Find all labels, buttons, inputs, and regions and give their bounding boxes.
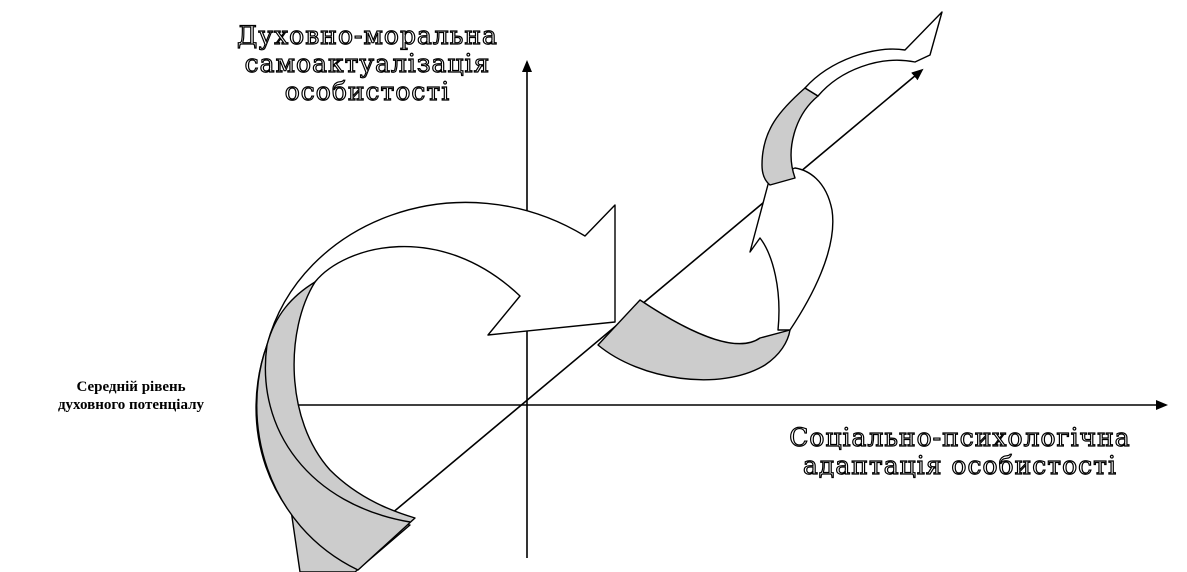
- middle-ribbon-front: [750, 168, 833, 330]
- y-axis-label-line2: самоактуалізація: [200, 50, 535, 78]
- lower-ribbon-grey-main: [257, 282, 415, 570]
- x-axis-label-line2: адаптація особистості: [755, 452, 1165, 480]
- origin-label-line2: духовного потенціалу: [2, 396, 260, 414]
- middle-ribbon-back: [598, 300, 790, 380]
- x-axis-label-line1: Соціально-психологічна: [755, 424, 1165, 452]
- y-axis-label-line3: особистості: [200, 78, 535, 106]
- y-axis-label-line1: Духовно-моральна: [200, 22, 535, 50]
- x-axis-label: Соціально-психологічна адаптація особист…: [755, 424, 1165, 480]
- upper-ribbon-front: [805, 12, 942, 96]
- y-axis-label: Духовно-моральна самоактуалізація особис…: [200, 22, 535, 106]
- upper-ribbon-back: [762, 88, 818, 185]
- origin-label: Середній рівень духовного потенціалу: [2, 378, 260, 414]
- origin-label-line1: Середній рівень: [2, 378, 260, 396]
- lower-ribbon-front: [267, 202, 615, 345]
